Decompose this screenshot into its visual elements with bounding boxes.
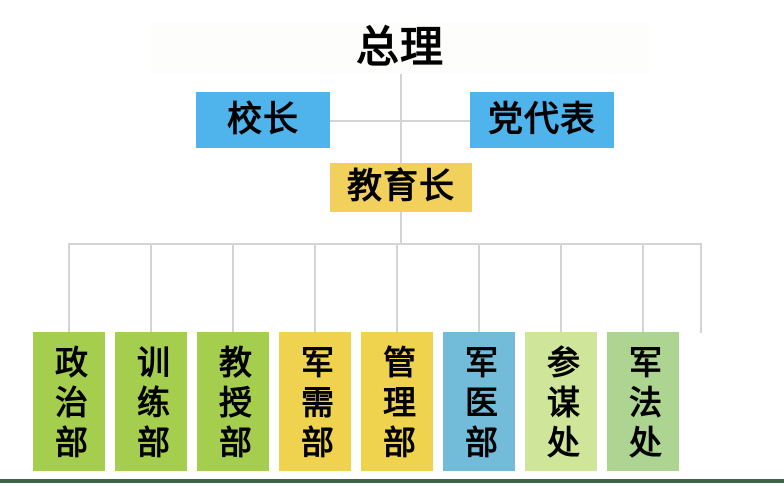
node-office-staff[interactable]: 参谋处: [525, 332, 597, 471]
connector-drop-2: [150, 243, 152, 333]
connector-drop-7: [560, 243, 562, 333]
connector-drop-6: [478, 243, 480, 333]
node-office-judge-advocate[interactable]: 军法处: [607, 332, 679, 471]
node-department-training[interactable]: 训练部: [115, 332, 187, 471]
connector-root-to-crossbar: [400, 70, 402, 122]
node-department-management[interactable]: 管理部: [361, 332, 433, 471]
node-root-premier[interactable]: 总理: [150, 22, 650, 74]
connector-dean-to-bus: [400, 212, 402, 244]
connector-drop-8: [700, 243, 702, 333]
node-department-professors[interactable]: 教授部: [197, 332, 269, 471]
node-dean-of-education[interactable]: 教育长: [330, 163, 472, 212]
node-department-quartermaster[interactable]: 军需部: [279, 332, 351, 471]
node-party-representative[interactable]: 党代表: [470, 92, 614, 148]
connector-crossbar-to-dean: [400, 120, 402, 165]
connector-department-bus: [68, 243, 701, 245]
connector-drop-5: [396, 243, 398, 333]
connector-drop-3: [232, 243, 234, 333]
node-principal[interactable]: 校长: [196, 92, 330, 148]
footer-accent-rule: [0, 479, 784, 483]
connector-drop-1: [68, 243, 70, 333]
node-department-political[interactable]: 政治部: [33, 332, 105, 471]
node-department-medical[interactable]: 军医部: [443, 332, 515, 471]
connector-drop-4: [314, 243, 316, 333]
connector-drop-8b: [642, 243, 644, 333]
